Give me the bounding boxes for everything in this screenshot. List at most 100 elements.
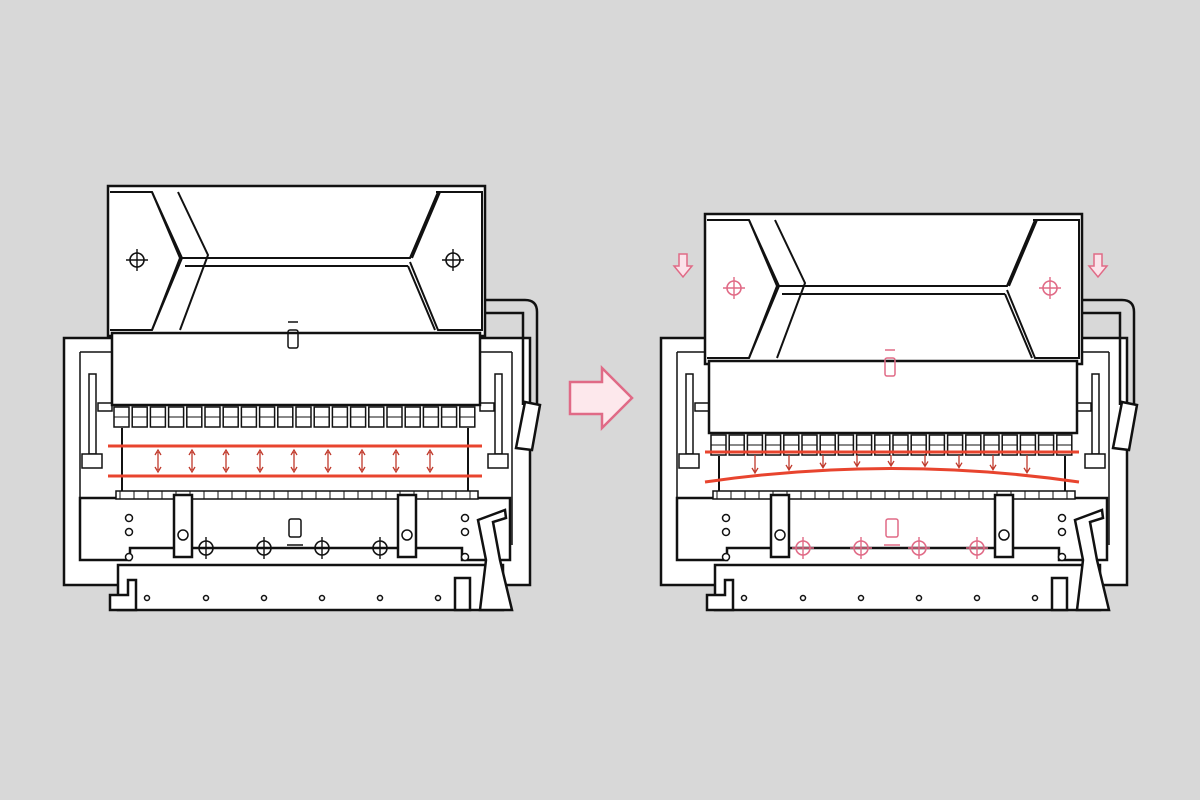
bolt-hole: [721, 527, 731, 537]
foot-pedal: [1073, 508, 1111, 612]
hydraulic-pipe: [485, 298, 539, 405]
bolt-hole: [721, 552, 731, 562]
down-arrow-icon: [921, 455, 929, 468]
side-gauge-rod: [494, 373, 503, 455]
side-gauge-base: [487, 453, 509, 469]
ram: [110, 331, 482, 407]
clamp-lever: [993, 493, 1015, 559]
crosshair-mark: [311, 537, 333, 559]
bolt-hole: [460, 552, 470, 562]
upper-tool-clamps: [710, 434, 1073, 456]
left-foot: [705, 578, 735, 612]
crosshair-mark: [442, 249, 464, 271]
crosshair-mark: [792, 537, 814, 559]
guide-pin: [479, 402, 495, 412]
clamp-lever: [396, 493, 418, 559]
control-handle: [514, 400, 542, 452]
guide-pin: [97, 402, 113, 412]
side-gauge-base: [81, 453, 103, 469]
guide-pin: [694, 402, 710, 412]
bolt-hole: [721, 513, 731, 523]
lever-knob: [177, 529, 189, 541]
upper-beam: [106, 184, 487, 428]
down-arrow-icon: [955, 455, 963, 469]
clamp-lever: [172, 493, 194, 559]
press-brake-parallel: [62, 184, 542, 612]
base-hole: [318, 594, 326, 602]
press-brake-deflected: [659, 212, 1139, 612]
double-arrow-icon: [290, 448, 298, 474]
right-arrow-icon: [568, 364, 634, 432]
base-hole: [260, 594, 268, 602]
crosshair-mark: [253, 537, 275, 559]
bolt-hole: [1057, 513, 1067, 523]
crosshair-mark: [369, 537, 391, 559]
control-handle: [1111, 400, 1139, 452]
base-hole: [973, 594, 981, 602]
lever-knob: [401, 529, 413, 541]
lever-knob: [774, 529, 786, 541]
crosshair-mark: [850, 537, 872, 559]
center-mark: [288, 518, 302, 538]
base-hole: [740, 594, 748, 602]
bolt-hole: [124, 513, 134, 523]
crosshair-mark: [908, 537, 930, 559]
ram: [707, 359, 1079, 435]
double-arrow-icon: [426, 448, 434, 474]
base-hole: [376, 594, 384, 602]
upper-beam: [703, 212, 1084, 456]
crosshair-mark: [195, 537, 217, 559]
down-arrow-icon: [819, 455, 827, 470]
side-gauge-rod: [685, 373, 694, 455]
crosshair-mark: [1039, 277, 1061, 299]
crosshair-mark: [126, 249, 148, 271]
down-arrow-icon: [1023, 455, 1031, 475]
double-arrow-icon: [358, 448, 366, 474]
base-hole: [1031, 594, 1039, 602]
clamp-lever: [769, 493, 791, 559]
foot-pedal: [476, 508, 514, 612]
base-hole: [202, 594, 210, 602]
bolt-hole: [124, 527, 134, 537]
side-gauge-base: [678, 453, 700, 469]
down-arrow-icon: [1087, 253, 1109, 279]
upper-tool-clamps: [113, 406, 476, 428]
base-hole: [434, 594, 442, 602]
right-foot: [1050, 576, 1069, 612]
base-hole: [857, 594, 865, 602]
side-gauge-base: [1084, 453, 1106, 469]
lower-tool-strip: [712, 490, 1076, 500]
base-hole: [915, 594, 923, 602]
down-arrow-icon: [785, 455, 793, 472]
bolt-hole: [124, 552, 134, 562]
side-gauge-rod: [88, 373, 97, 455]
double-arrow-icon: [392, 448, 400, 474]
bolt-hole: [1057, 527, 1067, 537]
lever-knob: [998, 529, 1010, 541]
down-arrow-icon: [989, 455, 997, 472]
down-arrow-icon: [672, 253, 694, 279]
down-arrow-icon: [853, 455, 861, 468]
hydraulic-pipe: [1082, 298, 1136, 405]
bolt-hole: [460, 527, 470, 537]
double-arrow-icon: [324, 448, 332, 474]
base-rail: [116, 563, 505, 612]
center-mark: [287, 329, 299, 349]
base-rail: [713, 563, 1102, 612]
center-mark: [884, 357, 896, 377]
crosshair-mark: [723, 277, 745, 299]
down-arrow-icon: [751, 455, 759, 475]
base-hole: [143, 594, 151, 602]
double-arrow-icon: [154, 448, 162, 474]
double-arrow-icon: [188, 448, 196, 474]
lower-tool-strip: [115, 490, 479, 500]
left-foot: [108, 578, 138, 612]
double-arrow-icon: [256, 448, 264, 474]
base-hole: [799, 594, 807, 602]
right-foot: [453, 576, 472, 612]
side-gauge-rod: [1091, 373, 1100, 455]
frame-inner-outline: [676, 351, 1110, 545]
guide-pin: [1076, 402, 1092, 412]
down-arrow-icon: [887, 455, 895, 468]
